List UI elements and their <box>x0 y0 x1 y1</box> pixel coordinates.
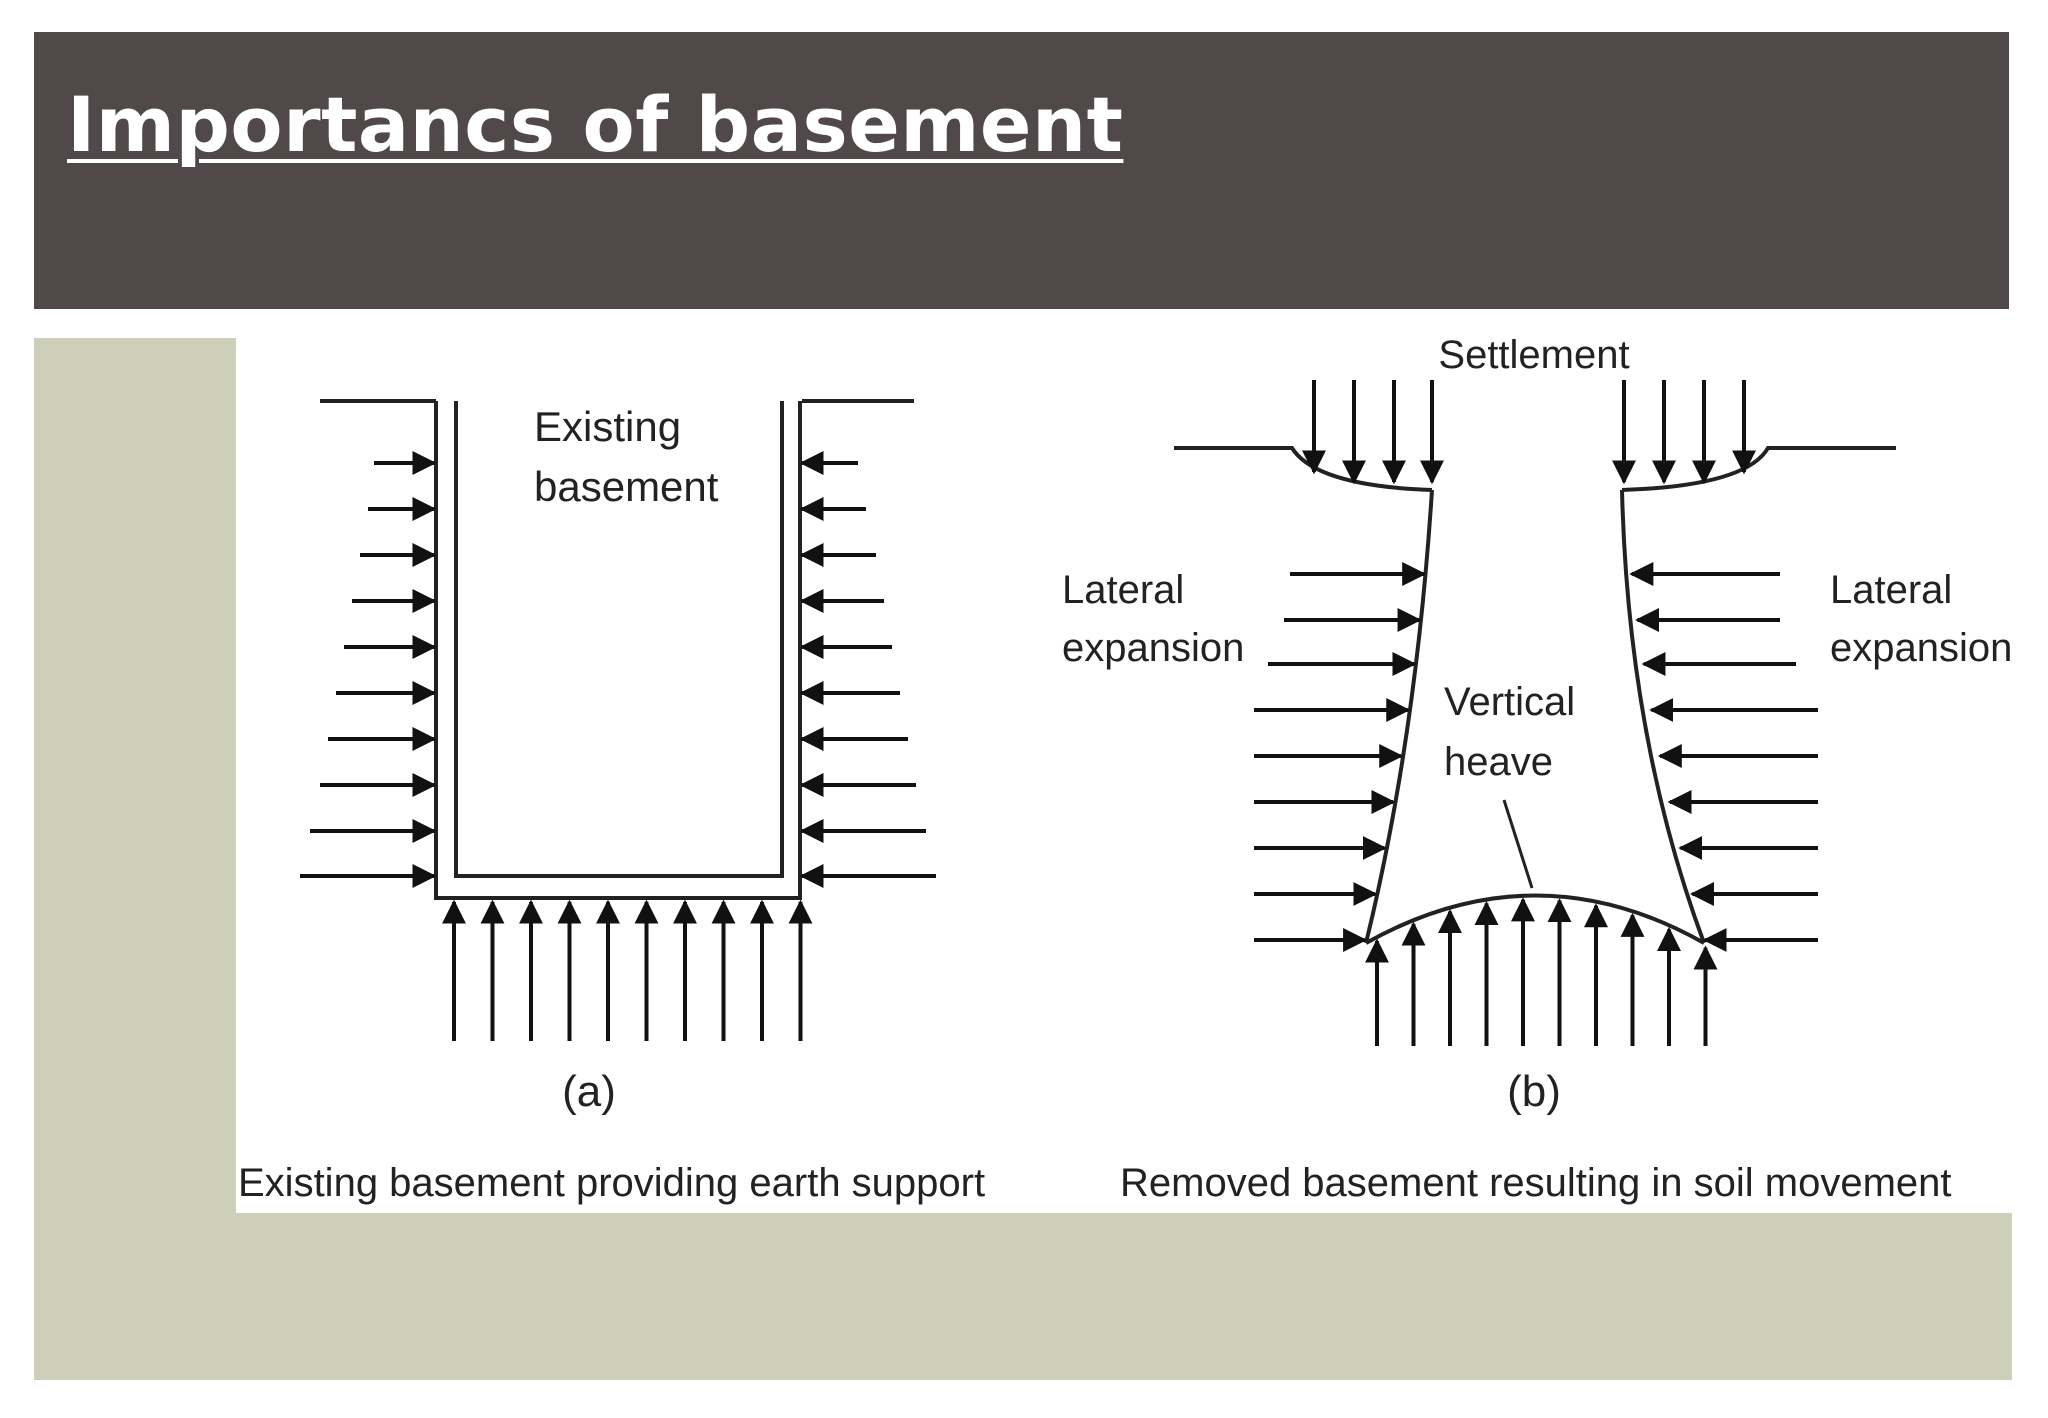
slide-title: Importancs of basement <box>67 80 1124 169</box>
excavation-side-left <box>1364 489 1434 944</box>
heave-label: heave <box>1444 740 1553 784</box>
settlement-label: Settlement <box>1438 338 1629 377</box>
basement-figure: Existing basement (a) Existing basement … <box>236 338 2012 1213</box>
right-lateral-label-2: expansion <box>1830 626 2012 670</box>
lateral-arrows-right-b <box>1629 562 1818 952</box>
right-lateral-label-1: Lateral <box>1830 568 1952 612</box>
basement-inner-wall <box>454 401 784 878</box>
ground-surface-right-b <box>1621 446 1896 492</box>
heave-curve <box>1365 893 1705 945</box>
heave-leader-line <box>1502 799 1534 889</box>
basement-label: basement <box>534 463 719 510</box>
panel-b-caption: Removed basement resulting in soil movem… <box>1120 1161 1952 1205</box>
settlement-arrows <box>1302 380 1756 485</box>
panel-a: Existing basement (a) Existing basement … <box>238 399 985 1205</box>
title-bar: Importancs of basement <box>34 32 2009 309</box>
left-lateral-label-2: expansion <box>1062 626 1244 670</box>
panel-b-tag: (b) <box>1507 1067 1561 1116</box>
basement-diagram-svg: Existing basement (a) Existing basement … <box>238 338 2012 1205</box>
uplift-arrows-a <box>442 899 813 1041</box>
earth-pressure-arrows-left-a <box>300 451 437 888</box>
lateral-arrows-left-b <box>1254 562 1427 952</box>
panel-a-caption: Existing basement providing earth suppor… <box>238 1161 985 1205</box>
ground-surface-left-b <box>1174 446 1433 492</box>
left-lateral-label-1: Lateral <box>1062 568 1184 612</box>
panel-b: Settlement Lateral expansion Lateral exp… <box>1062 338 2012 1205</box>
panel-a-tag: (a) <box>562 1067 616 1116</box>
existing-label: Existing <box>534 403 681 450</box>
vertical-label: Vertical <box>1444 680 1575 724</box>
heave-arrows-b <box>1365 897 1718 1046</box>
excavation-side-right <box>1620 489 1706 944</box>
earth-pressure-arrows-right-a <box>799 451 936 888</box>
